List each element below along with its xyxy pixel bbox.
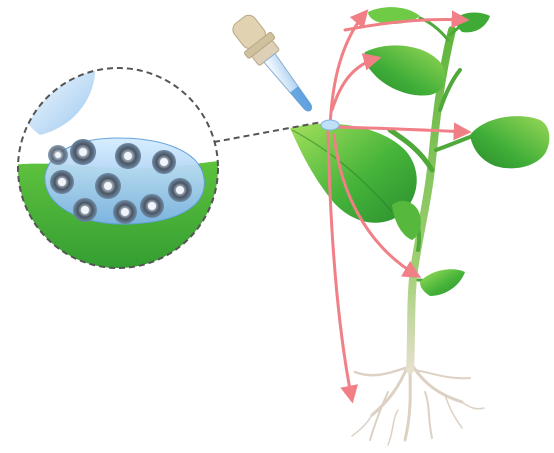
leaf-lower-right [420,269,465,296]
nanoparticle [95,173,121,199]
leaf-right [470,116,549,168]
arrow-to-top-right [345,19,466,30]
nanoparticle [115,143,141,169]
pipette-icon [227,10,324,121]
zoom-circle-icon [10,60,230,280]
roots [352,365,484,445]
nanoparticle [48,145,68,165]
leaf-upper-left [364,45,445,95]
nanoparticle [152,150,176,174]
nanoparticle [50,170,74,194]
nanoparticle [113,200,137,224]
leaf-top-right [455,13,490,33]
applied-droplet [321,120,339,130]
nanoparticle [168,178,192,202]
nanoparticle [140,194,164,218]
nanoparticle [73,198,97,222]
leaf-mid-left [392,201,421,240]
nanoparticle [70,139,96,165]
